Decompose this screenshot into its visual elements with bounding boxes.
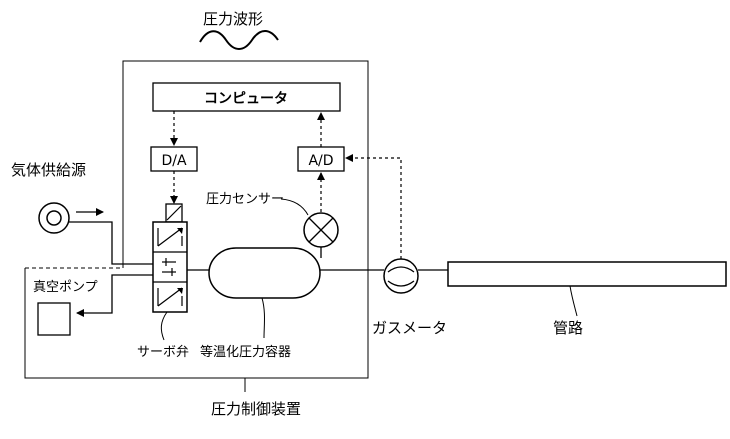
servo-valve-leader <box>160 311 168 341</box>
gas-meter-arc-bottom <box>387 280 415 287</box>
gas-meter-arc-top <box>387 266 415 273</box>
pipe <box>447 261 727 287</box>
vacuum-pump-label: 真空ポンプ <box>33 280 98 295</box>
pressure-waveform-wave <box>199 30 279 50</box>
vessel-leader <box>261 297 265 339</box>
ad-label: A/D <box>308 153 333 169</box>
isothermal-vessel-label: 等温化圧力容器 <box>200 344 291 360</box>
computer-box <box>152 82 341 112</box>
servo-valve <box>152 203 188 313</box>
servo-valve-label: サーボ弁 <box>137 345 189 360</box>
vacuum-line <box>104 274 153 314</box>
gas-supply-inner <box>46 210 62 226</box>
ad-box <box>297 146 345 172</box>
pipe-label: 管路 <box>553 319 583 337</box>
supply-line <box>69 221 153 265</box>
gas-meter <box>383 258 419 294</box>
computer-label: コンピュータ <box>204 91 288 107</box>
da-label: D/A <box>161 153 186 169</box>
pressure-control-device-label: 圧力制御装置 <box>211 400 301 418</box>
gas-supply-label: 気体供給源 <box>11 161 86 179</box>
vacuum-pump-box <box>37 302 71 336</box>
pressure-waveform-label: 圧力波形 <box>203 10 263 28</box>
sensor-leader <box>280 198 309 216</box>
control-device-boundary <box>24 60 369 379</box>
pipe-leader <box>569 285 578 317</box>
sensor-cross-2 <box>308 217 334 243</box>
gasmeter-to-ad-signal <box>345 154 402 259</box>
isothermal-vessel <box>208 247 321 299</box>
gas-meter-label: ガスメータ <box>372 319 447 337</box>
pressure-sensor-label: 圧力センサー <box>206 192 284 207</box>
